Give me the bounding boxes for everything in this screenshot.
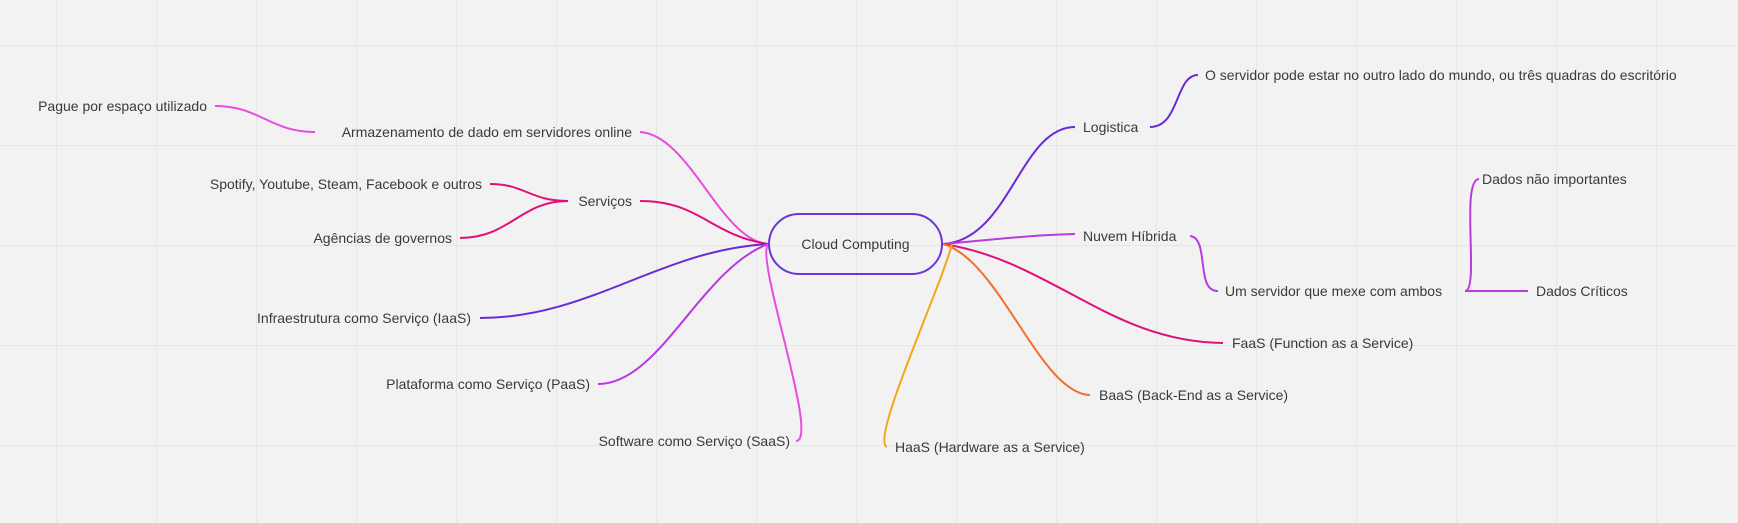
node-paas[interactable]: Plataforma como Serviço (PaaS) [386, 376, 590, 392]
node-government[interactable]: Agências de governos [313, 230, 452, 246]
node-pay-per-space[interactable]: Pague por espaço utilizado [38, 98, 207, 114]
connector-storage [639, 131, 769, 245]
node-saas[interactable]: Software como Serviço (SaaS) [598, 433, 790, 449]
connector-services [639, 200, 769, 245]
connector-paas [597, 243, 769, 385]
connector-logistics-note [1149, 74, 1199, 128]
connector-hybrid-server [1189, 235, 1219, 293]
connector-iaas [479, 243, 769, 319]
connector-hybrid [942, 233, 1076, 245]
connector-saas [765, 243, 803, 442]
connector-government [459, 200, 569, 239]
node-logistics-note[interactable]: O servidor pode estar no outro lado do m… [1205, 67, 1677, 83]
connector-haas [883, 243, 953, 448]
connector-faas [942, 243, 1224, 344]
node-hybrid-cloud[interactable]: Nuvem Híbrida [1083, 228, 1177, 244]
connector-services-examples [489, 183, 569, 202]
central-topic-node[interactable]: Cloud Computing [768, 213, 943, 275]
node-iaas[interactable]: Infraestrutura como Serviço (IaaS) [257, 310, 471, 326]
node-not-important-data[interactable]: Dados não importantes [1482, 171, 1627, 187]
node-baas[interactable]: BaaS (Back-End as a Service) [1099, 387, 1289, 403]
connector-logistics [942, 126, 1076, 245]
node-critical-data[interactable]: Dados Críticos [1536, 283, 1628, 299]
node-hybrid-server[interactable]: Um servidor que mexe com ambos [1225, 283, 1443, 299]
node-logistics[interactable]: Logistica [1083, 119, 1139, 135]
node-services[interactable]: Serviços [578, 193, 632, 209]
node-haas[interactable]: HaaS (Hardware as a Service) [895, 439, 1085, 455]
node-services-examples[interactable]: Spotify, Youtube, Steam, Facebook e outr… [209, 176, 482, 192]
connector-baas [942, 243, 1091, 396]
connector-not-important [1464, 178, 1480, 292]
node-storage[interactable]: Armazenamento de dado em servidores onli… [341, 124, 632, 140]
connector-pay-per-space [214, 105, 316, 133]
node-faas[interactable]: FaaS (Function as a Service) [1232, 335, 1414, 351]
